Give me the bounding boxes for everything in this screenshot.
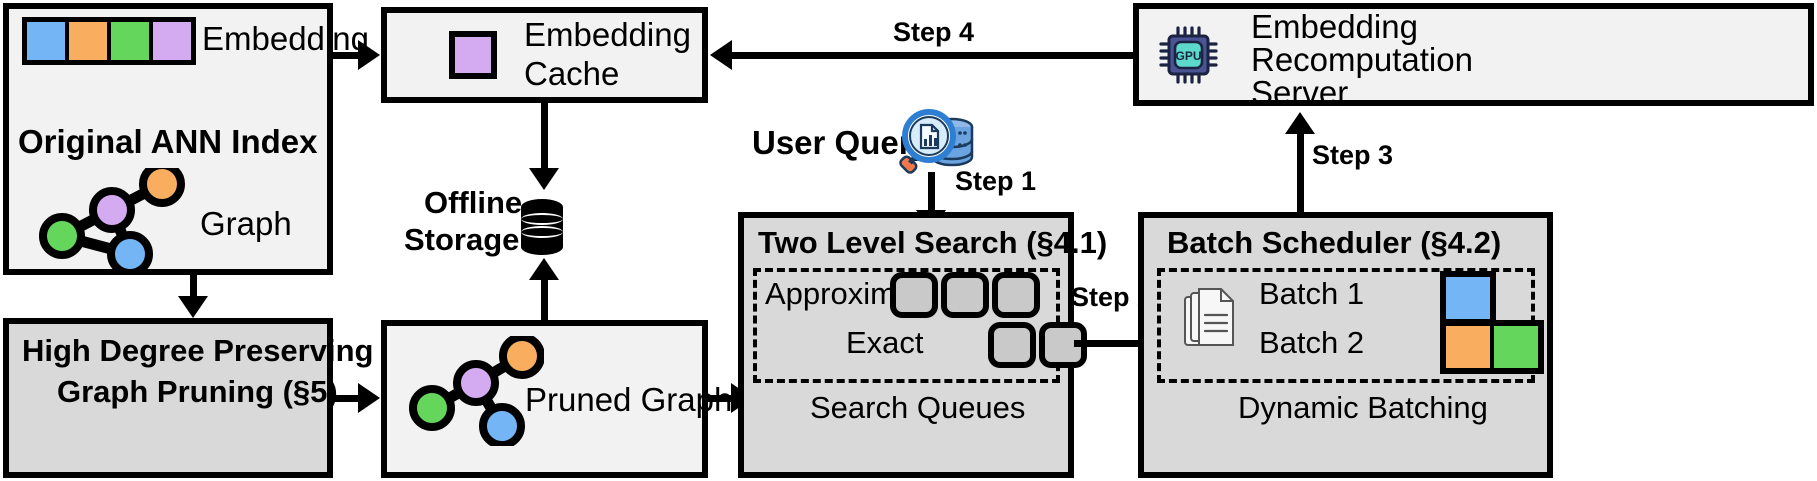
recomputation-server-title-line2: Recomputation [1251,41,1473,78]
step-3-label: Step 3 [1312,140,1394,170]
arrow-pruned-to-storage-line [541,275,548,320]
exact-slot [988,322,1036,368]
approximate-slot [890,272,938,318]
arrow-index-to-pruning-head [178,296,208,318]
approximate-slot [941,272,989,318]
batch-scheduler-title: Batch Scheduler (§4.2) [1167,225,1502,260]
arrow-index-to-cache-line [333,52,363,59]
graph-pruning-title-line1: High Degree Preserving [22,333,374,368]
batch-swatch-blue [1446,277,1490,319]
arrow-pruning-to-pruned-head [358,383,380,413]
step-1-label: Step 1 [955,166,1037,196]
arrow-step3-line [1297,130,1304,214]
gpu-icon-text: GPU [1175,49,1201,63]
embedding-swatch-strip [22,17,196,65]
batch-1-swatches [1440,271,1496,325]
arrow-step4-line [730,52,1135,59]
arrow-cache-to-storage-line [541,103,548,178]
arrow-pruned-to-storage-head [529,258,559,280]
pruned-graph-icon [409,336,544,446]
graph-pruning-title-line2: Graph Pruning (§5) [57,374,338,409]
arrow-step4-head [710,40,732,70]
approximate-slot-row [890,272,1040,318]
recomputation-server-box [1133,3,1814,106]
arrow-pruning-to-pruned-line [333,395,363,402]
embedding-cache-box [381,7,708,103]
original-graph-icon [39,168,185,273]
embedding-cache-title-line2: Cache [524,55,620,92]
exact-row-label: Exact [846,325,924,360]
gpu-chip-icon: GPU [1159,26,1218,84]
arrow-step1-line [928,172,935,220]
query-search-database-icon [899,109,974,174]
step-4-label: Step 4 [893,17,975,47]
recomputation-server-title-line1: Embedding [1251,8,1418,45]
database-icon [521,199,563,255]
arrow-step2-line [1074,340,1146,347]
arrow-index-to-cache-head [358,40,380,70]
graph-pruning-box [3,318,333,478]
embedding-cache-title-line1: Embedding [524,16,691,53]
recomputation-server-title-line3: Server [1251,74,1349,111]
embedding-swatch-green [111,22,149,60]
batch-2-swatches [1440,320,1544,374]
batch-swatch-orange [1446,326,1490,368]
embedding-swatch-blue [27,22,65,60]
search-queues-footer: Search Queues [810,390,1026,425]
batch-2-label: Batch 2 [1259,325,1365,360]
batch-swatch-green [1494,326,1538,368]
embedding-swatch-purple [153,22,191,60]
embedding-swatch-orange [69,22,107,60]
documents-icon [1184,288,1234,346]
offline-storage-label-line2: Storage [404,222,520,257]
arrow-cache-to-storage-head [529,168,559,190]
approximate-slot [992,272,1040,318]
two-level-search-title: Two Level Search (§4.1) [758,225,1108,260]
dynamic-batching-footer: Dynamic Batching [1238,390,1488,425]
graph-label: Graph [200,205,292,242]
arrow-index-to-pruning-line [190,275,197,303]
embedding-label: Embedding [202,20,369,57]
embedding-cache-swatch [449,31,497,79]
arrow-pruned-to-search-line [708,395,736,402]
arrow-step3-head [1285,112,1315,134]
pruned-graph-label: Pruned Graph [525,381,733,418]
offline-storage-label-line1: Offline [424,185,523,220]
user-query-label: User Query [752,124,930,161]
original-ann-index-title: Original ANN Index [18,123,318,160]
exact-slot-row [988,322,1087,368]
batch-1-label: Batch 1 [1259,276,1365,311]
